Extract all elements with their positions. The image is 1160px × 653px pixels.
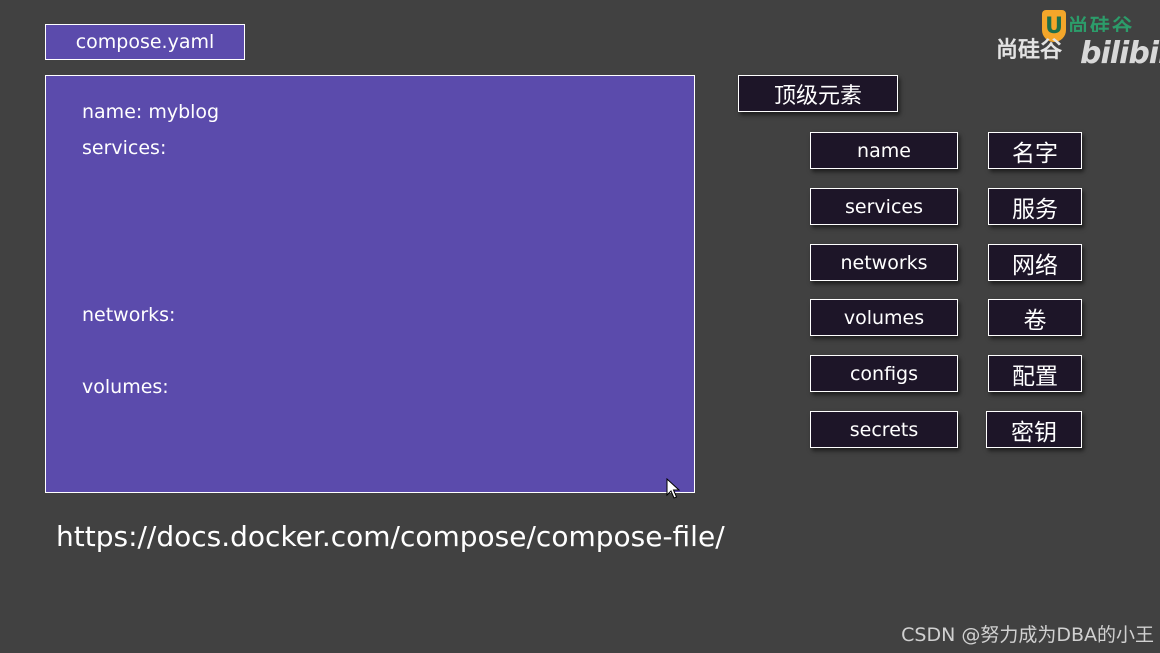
element-value-configs: 配置 [988,355,1082,392]
file-name-label: compose.yaml [45,24,245,60]
logo-green-mark: 尚硅谷 [1068,14,1134,32]
yaml-volumes-line: volumes: [82,376,169,398]
element-value-name: 名字 [988,132,1082,169]
toplevel-elements-title: 顶级元素 [738,75,898,112]
csdn-watermark: CSDN @努力成为DBA的小王 [901,624,1154,646]
element-value-services: 服务 [988,188,1082,225]
element-key-services: services [810,188,958,225]
element-value-networks: 网络 [988,244,1082,281]
element-value-secrets: 密钥 [986,411,1082,448]
element-key-networks: networks [810,244,958,281]
yaml-networks-line: networks: [82,304,176,326]
element-value-volumes: 卷 [988,299,1082,336]
element-key-name: name [810,132,958,169]
u-logo-icon: U [1042,10,1066,42]
element-key-secrets: secrets [810,411,958,448]
yaml-content-panel: name: myblog services: networks: volumes… [45,75,695,493]
element-key-volumes: volumes [810,299,958,336]
yaml-services-line: services: [82,137,167,159]
yaml-name-line: name: myblog [82,101,220,123]
bilibili-logo: bilibili [1080,36,1160,71]
element-key-configs: configs [810,355,958,392]
channel-logo: U 尚硅谷 尚硅谷 bilibili [996,10,1160,71]
logo-org-text: 尚硅谷 [996,38,1063,63]
docs-url: https://docs.docker.com/compose/compose-… [56,520,725,553]
mouse-pointer-icon [666,478,680,499]
